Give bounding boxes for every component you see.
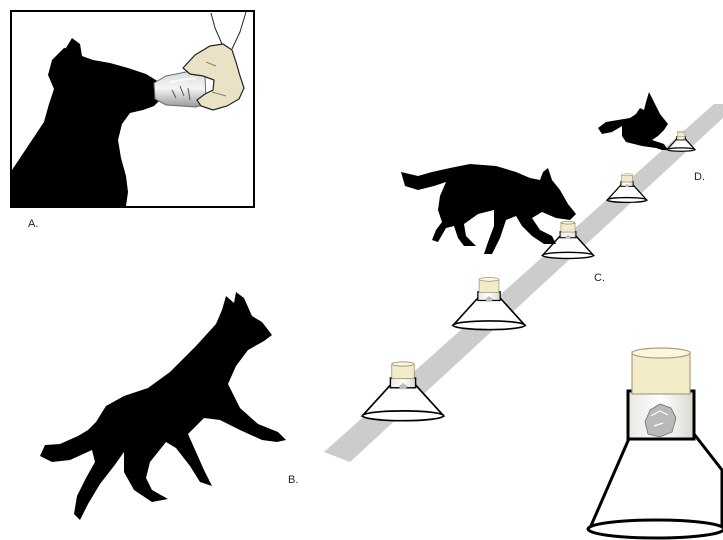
- running-dog-silhouette: [40, 292, 286, 520]
- glass-bottle: [153, 69, 207, 108]
- scent-station: [540, 221, 596, 260]
- sniffing-dog-silhouette: [401, 164, 576, 254]
- label-panel-a: A.: [28, 218, 39, 230]
- scent-station: [665, 130, 697, 152]
- panel-a: [10, 10, 255, 208]
- scent-station: [605, 173, 649, 203]
- scent-station: [451, 277, 527, 331]
- lying-dog-silhouette: [598, 92, 668, 150]
- label-panel-b: B.: [288, 474, 299, 486]
- scent-station-detail: [586, 347, 723, 540]
- gloved-hand: [182, 11, 247, 111]
- dog-head-silhouette: [12, 38, 162, 206]
- scent-sample: [644, 403, 677, 438]
- scent-station: [360, 361, 446, 422]
- label-panel-c: C.: [594, 272, 605, 284]
- label-panel-d: D.: [694, 171, 705, 183]
